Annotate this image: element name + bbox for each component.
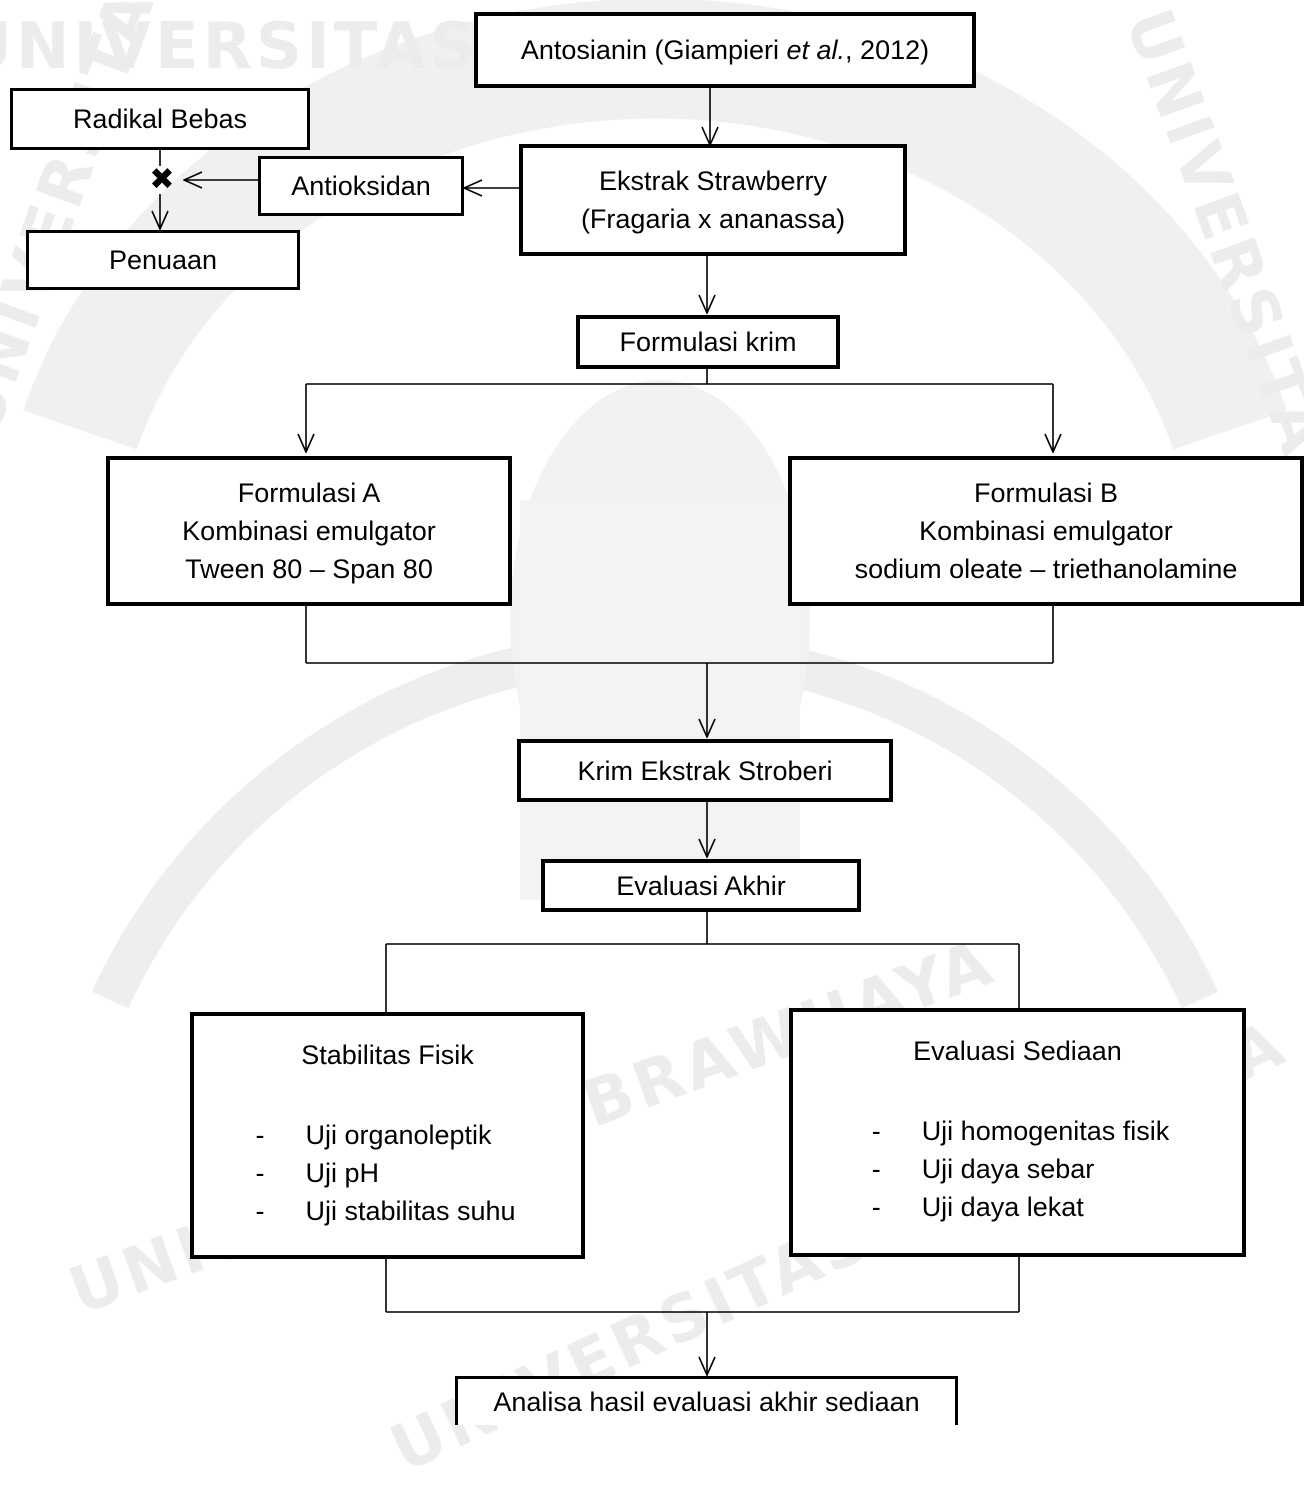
antioksidan-label: Antioksidan bbox=[291, 171, 431, 201]
list-item-text: Uji daya sebar bbox=[921, 1154, 1095, 1184]
stabilitas-fisik-title: Stabilitas Fisik bbox=[301, 1040, 474, 1070]
formulasi-a-line-2: Kombinasi emulgator bbox=[182, 516, 436, 546]
radikal-bebas-label: Radikal Bebas bbox=[72, 104, 248, 134]
antosianin-suffix: , 2012) bbox=[845, 35, 930, 65]
node-stabilitas-fisik: Stabilitas Fisik - Uji organoleptik - Uji … bbox=[190, 1012, 585, 1259]
penuaan-label: Penuaan bbox=[108, 245, 218, 275]
list-item: - Uji stabilitas suhu bbox=[255, 1192, 515, 1230]
stabilitas-fisik-list: - Uji organoleptik - Uji pH - Uji stabilita… bbox=[255, 1116, 515, 1230]
list-item: - Uji daya lekat bbox=[872, 1188, 1084, 1226]
list-item-text: Uji stabilitas suhu bbox=[305, 1196, 516, 1226]
list-item-text: Uji organoleptik bbox=[305, 1120, 492, 1150]
bullet-dash: - bbox=[255, 1158, 265, 1188]
bullet-dash: - bbox=[871, 1154, 881, 1184]
bullet-dash: - bbox=[871, 1116, 881, 1146]
list-item: - Uji daya sebar bbox=[872, 1150, 1095, 1188]
evaluasi-akhir-label: Evaluasi Akhir bbox=[616, 870, 786, 901]
node-formulasi-krim: Formulasi krim bbox=[576, 315, 840, 369]
node-krim-ekstrak: Krim Ekstrak Stroberi bbox=[517, 739, 893, 802]
krim-ekstrak-label: Krim Ekstrak Stroberi bbox=[577, 755, 833, 786]
node-evaluasi-akhir: Evaluasi Akhir bbox=[541, 859, 861, 912]
formulasi-krim-label: Formulasi krim bbox=[619, 327, 797, 357]
formulasi-a-line-1: Formulasi A bbox=[237, 478, 381, 508]
bullet-dash: - bbox=[255, 1196, 265, 1226]
bullet-dash: - bbox=[255, 1120, 265, 1150]
node-analisa: Analisa hasil evaluasi akhir sediaan bbox=[455, 1376, 958, 1425]
formulasi-a-line-3: Tween 80 – Span 80 bbox=[185, 554, 433, 584]
node-evaluasi-sediaan: Evaluasi Sediaan - Uji homogenitas fisik … bbox=[789, 1008, 1246, 1257]
analisa-label: Analisa hasil evaluasi akhir sediaan bbox=[493, 1387, 920, 1417]
list-item: - Uji homogenitas fisik bbox=[872, 1112, 1170, 1150]
connector-lines bbox=[0, 86, 1304, 1425]
list-item-text: Uji pH bbox=[305, 1158, 379, 1188]
bullet-dash: - bbox=[871, 1192, 881, 1222]
list-item-text: Uji homogenitas fisik bbox=[921, 1116, 1170, 1146]
antosianin-prefix: Antosianin (Giampieri bbox=[520, 35, 787, 65]
node-penuaan: Penuaan bbox=[26, 230, 300, 290]
ekstrak-line-1: Ekstrak Strawberry bbox=[598, 166, 828, 196]
node-antosianin: Antosianin (Giampieri et al., 2012) bbox=[474, 12, 976, 88]
list-item: - Uji pH bbox=[255, 1154, 379, 1192]
formulasi-b-line-3: sodium oleate – triethanolamine bbox=[854, 554, 1238, 584]
node-antioksidan: Antioksidan bbox=[258, 156, 464, 216]
ekstrak-line-2: (Fragaria x ananassa) bbox=[580, 204, 846, 234]
node-radikal-bebas: Radikal Bebas bbox=[10, 88, 310, 150]
node-formulasi-b: Formulasi B Kombinasi emulgator sodium o… bbox=[788, 456, 1304, 606]
evaluasi-sediaan-title: Evaluasi Sediaan bbox=[913, 1036, 1122, 1066]
formulasi-b-line-1: Formulasi B bbox=[973, 478, 1119, 508]
inhibit-icon: ✖ bbox=[149, 162, 175, 197]
list-item: - Uji organoleptik bbox=[255, 1116, 491, 1154]
formulasi-b-line-2: Kombinasi emulgator bbox=[919, 516, 1173, 546]
node-formulasi-a: Formulasi A Kombinasi emulgator Tween 80… bbox=[106, 456, 512, 606]
evaluasi-sediaan-list: - Uji homogenitas fisik - Uji daya sebar -… bbox=[872, 1112, 1170, 1226]
node-ekstrak: Ekstrak Strawberry (Fragaria x ananassa) bbox=[519, 144, 907, 256]
list-item-text: Uji daya lekat bbox=[921, 1192, 1084, 1222]
antosianin-italic: et al. bbox=[786, 35, 846, 65]
